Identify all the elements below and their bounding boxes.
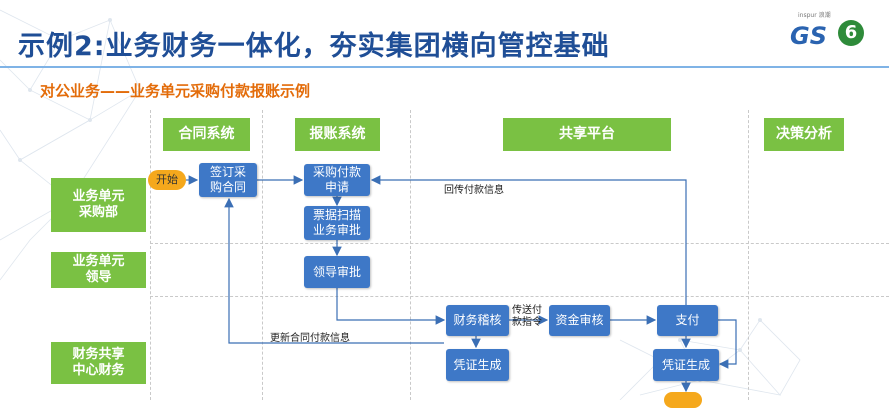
transfer-payment-label: 传送付 款指令 [512,305,542,329]
leader-approval-node: 领导审批 [304,256,370,288]
scan-review-node: 票据扫描 业务审批 [304,206,370,240]
finance-audit-node: 财务稽核 [446,305,509,336]
update-contract-label: 更新合同付款信息 [270,333,350,345]
start-node: 开始 [148,170,186,190]
voucher-node: 凭证生成 [653,349,719,381]
fund-review-node: 资金审核 [549,305,610,336]
voucher-node: 凭证生成 [446,349,509,381]
purchase-request-node: 采购付款 申请 [304,164,370,196]
end-node [664,392,702,408]
return-payment-label: 回传付款信息 [444,185,504,197]
sign-contract-node: 签订采 购合同 [199,163,257,197]
payment-node: 支付 [657,305,718,336]
